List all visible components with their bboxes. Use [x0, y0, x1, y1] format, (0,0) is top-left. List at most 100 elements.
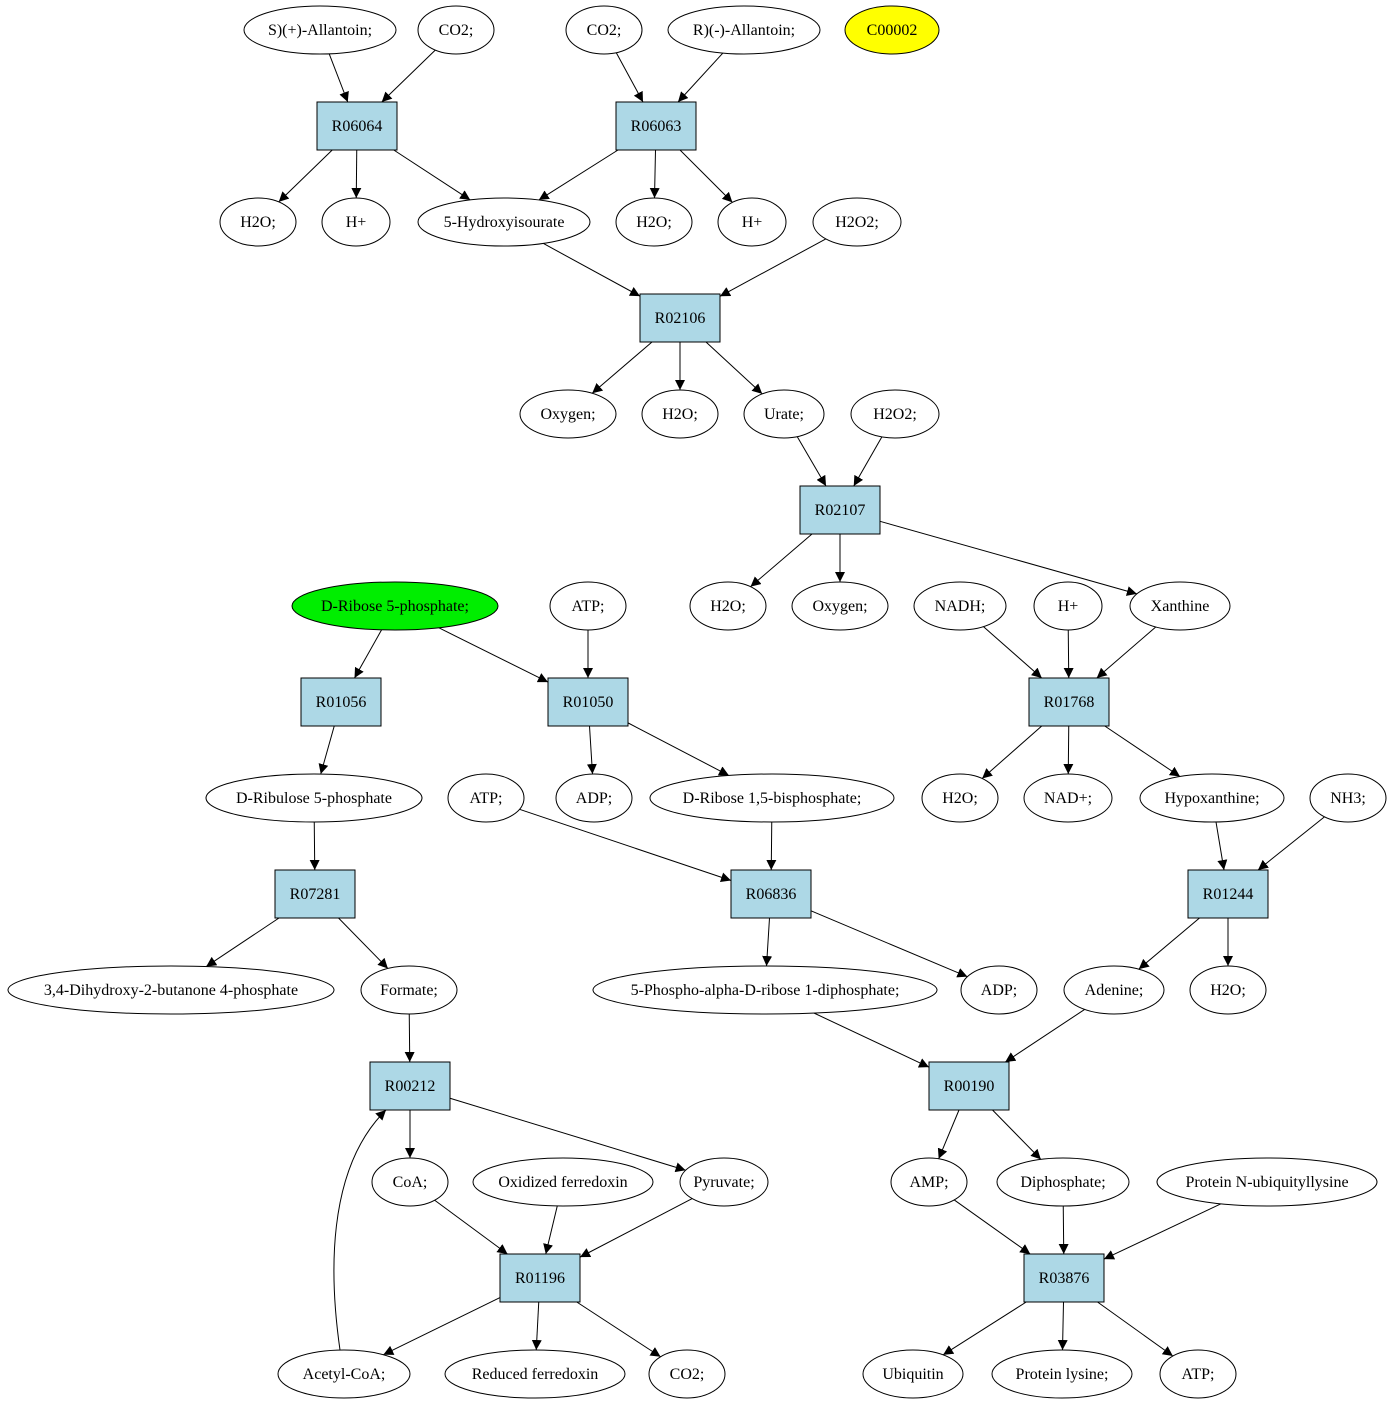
compound-ellipse: [7, 965, 335, 1015]
compound-node-h2o-e[interactable]: H2O;: [921, 773, 999, 823]
compound-node-h2o2-b[interactable]: H2O2;: [850, 389, 940, 439]
compound-node-adp-b[interactable]: ADP;: [960, 965, 1038, 1015]
compound-label: D-Ribose 1,5-bisphosphate;: [683, 790, 862, 807]
compound-ellipse: [913, 581, 1007, 631]
reaction-box: [499, 1253, 581, 1303]
compound-node-prpp[interactable]: 5-Phospho-alpha-D-ribose 1-diphosphate;: [592, 965, 938, 1015]
reaction-node-r01050[interactable]: R01050: [547, 677, 629, 727]
compound-node-h2o-c[interactable]: H2O;: [641, 389, 719, 439]
reaction-node-r00190[interactable]: R00190: [928, 1061, 1010, 1111]
reaction-node-r01768[interactable]: R01768: [1028, 677, 1110, 727]
compound-node-co2-a[interactable]: CO2;: [417, 5, 495, 55]
compound-node-diphosphate[interactable]: Diphosphate;: [996, 1157, 1130, 1207]
compound-node-ubiquitin[interactable]: Ubiquitin: [862, 1349, 964, 1399]
compound-node-protein-lysine[interactable]: Protein lysine;: [991, 1349, 1133, 1399]
compound-node-hplus-a[interactable]: H+: [321, 197, 391, 247]
compound-node-ribulose5p[interactable]: D-Ribulose 5-phosphate: [205, 773, 423, 823]
compound-label: ATP;: [572, 598, 605, 615]
edge-adenine-to-r00190: [1004, 1009, 1085, 1063]
compound-node-hypoxanthine[interactable]: Hypoxanthine;: [1139, 773, 1285, 823]
compound-node-c00002[interactable]: C00002: [844, 5, 940, 55]
reaction-node-r02106[interactable]: R02106: [639, 293, 721, 343]
compound-node-adenine[interactable]: Adenine;: [1063, 965, 1165, 1015]
compound-node-atp-a[interactable]: ATP;: [549, 581, 627, 631]
compound-label: D-Ribose 5-phosphate;: [321, 598, 469, 615]
edge-r01768-to-h2o-e: [981, 725, 1043, 779]
compound-node-formate[interactable]: Formate;: [360, 965, 458, 1015]
compound-ellipse: [791, 581, 889, 631]
reaction-label: R01768: [1044, 694, 1095, 711]
compound-ellipse: [960, 965, 1038, 1015]
compound-label: R)(-)-Allantoin;: [693, 22, 795, 39]
compound-node-r-allantoin[interactable]: R)(-)-Allantoin;: [667, 5, 821, 55]
compound-node-h2o-b[interactable]: H2O;: [615, 197, 693, 247]
compound-label: H2O;: [240, 214, 276, 231]
reaction-node-r00212[interactable]: R00212: [369, 1061, 451, 1111]
compound-node-amp[interactable]: AMP;: [890, 1157, 968, 1207]
edge-h2o2-b-to-r02107: [853, 436, 883, 487]
reaction-node-r01056[interactable]: R01056: [300, 677, 382, 727]
reaction-node-r06064[interactable]: R06064: [316, 101, 398, 151]
compound-ellipse: [844, 5, 940, 55]
compound-node-nh3[interactable]: NH3;: [1309, 773, 1387, 823]
compound-node-nadplus[interactable]: NAD+;: [1023, 773, 1113, 823]
compound-node-ribose15bp[interactable]: D-Ribose 1,5-bisphosphate;: [649, 773, 895, 823]
compound-label: ADP;: [576, 790, 612, 807]
compound-label: Ubiquitin: [882, 1366, 943, 1383]
compound-node-s-allantoin[interactable]: S)(+)-Allantoin;: [243, 5, 397, 55]
compound-node-atp-c[interactable]: ATP;: [1159, 1349, 1237, 1399]
compound-node-co2-b[interactable]: CO2;: [565, 5, 643, 55]
reaction-node-r06063[interactable]: R06063: [615, 101, 697, 151]
compound-node-xanthine[interactable]: Xanthine: [1129, 581, 1231, 631]
reaction-label: R06064: [332, 118, 383, 135]
compound-node-hplus-c[interactable]: H+: [1033, 581, 1103, 631]
compound-node-acetylcoa[interactable]: Acetyl-CoA;: [277, 1349, 411, 1399]
edge-formate-to-r00212: [404, 1013, 415, 1063]
compound-node-oxygen-a[interactable]: Oxygen;: [519, 389, 617, 439]
reaction-node-r01196[interactable]: R01196: [499, 1253, 581, 1303]
compound-node-ribose5p[interactable]: D-Ribose 5-phosphate;: [291, 581, 499, 631]
compound-node-h2o2-a[interactable]: H2O2;: [812, 197, 902, 247]
edge-urate-to-r02107: [796, 436, 827, 487]
reaction-box: [1023, 1253, 1105, 1303]
compound-node-protein-ubiq[interactable]: Protein N-ubiquityllysine: [1156, 1157, 1378, 1207]
compound-node-red-ferredoxin[interactable]: Reduced ferredoxin: [444, 1349, 626, 1399]
compound-node-hplus-b[interactable]: H+: [717, 197, 787, 247]
edge-acetylcoa-to-r00212: [333, 1109, 387, 1351]
compound-node-pyruvate[interactable]: Pyruvate;: [679, 1157, 769, 1207]
compound-node-adp-a[interactable]: ADP;: [555, 773, 633, 823]
compound-node-h2o-a[interactable]: H2O;: [219, 197, 297, 247]
compound-label: H+: [1058, 598, 1079, 615]
compound-node-co2-c[interactable]: CO2;: [648, 1349, 726, 1399]
edge-r01768-to-hypoxanthine: [1104, 725, 1181, 777]
compound-node-dhbp[interactable]: 3,4-Dihydroxy-2-butanone 4-phosphate: [7, 965, 335, 1015]
edge-protein-ubiq-to-r03876: [1103, 1203, 1222, 1260]
compound-label: CO2;: [439, 22, 474, 39]
compound-node-nadh[interactable]: NADH;: [913, 581, 1007, 631]
compound-node-h2o-f[interactable]: H2O;: [1189, 965, 1267, 1015]
compound-label: Diphosphate;: [1020, 1174, 1105, 1191]
compound-node-urate[interactable]: Urate;: [743, 389, 825, 439]
reaction-node-r02107[interactable]: R02107: [799, 485, 881, 535]
compound-ellipse: [592, 965, 938, 1015]
compound-label: H2O;: [942, 790, 978, 807]
compound-ellipse: [615, 197, 693, 247]
compound-node-ox-ferredoxin[interactable]: Oxidized ferredoxin: [472, 1157, 654, 1207]
reaction-node-r03876[interactable]: R03876: [1023, 1253, 1105, 1303]
edge-r03876-to-ubiquitin: [942, 1301, 1027, 1356]
reaction-box: [730, 869, 812, 919]
reaction-node-r06836[interactable]: R06836: [730, 869, 812, 919]
compound-label: Urate;: [764, 406, 804, 423]
reaction-node-r01244[interactable]: R01244: [1187, 869, 1269, 919]
compound-node-atp-b[interactable]: ATP;: [447, 773, 525, 823]
compound-node-hydroxyisourate[interactable]: 5-Hydroxyisourate: [417, 197, 591, 247]
reaction-node-r07281[interactable]: R07281: [274, 869, 356, 919]
reaction-box: [1028, 677, 1110, 727]
reaction-label: R00190: [944, 1078, 995, 1095]
edge-pyruvate-to-r01196: [579, 1198, 693, 1258]
compound-node-oxygen-b[interactable]: Oxygen;: [791, 581, 889, 631]
compound-node-h2o-d[interactable]: H2O;: [689, 581, 767, 631]
compound-node-coa[interactable]: CoA;: [371, 1157, 449, 1207]
compound-ellipse: [648, 1349, 726, 1399]
compound-label: Acetyl-CoA;: [303, 1366, 386, 1383]
